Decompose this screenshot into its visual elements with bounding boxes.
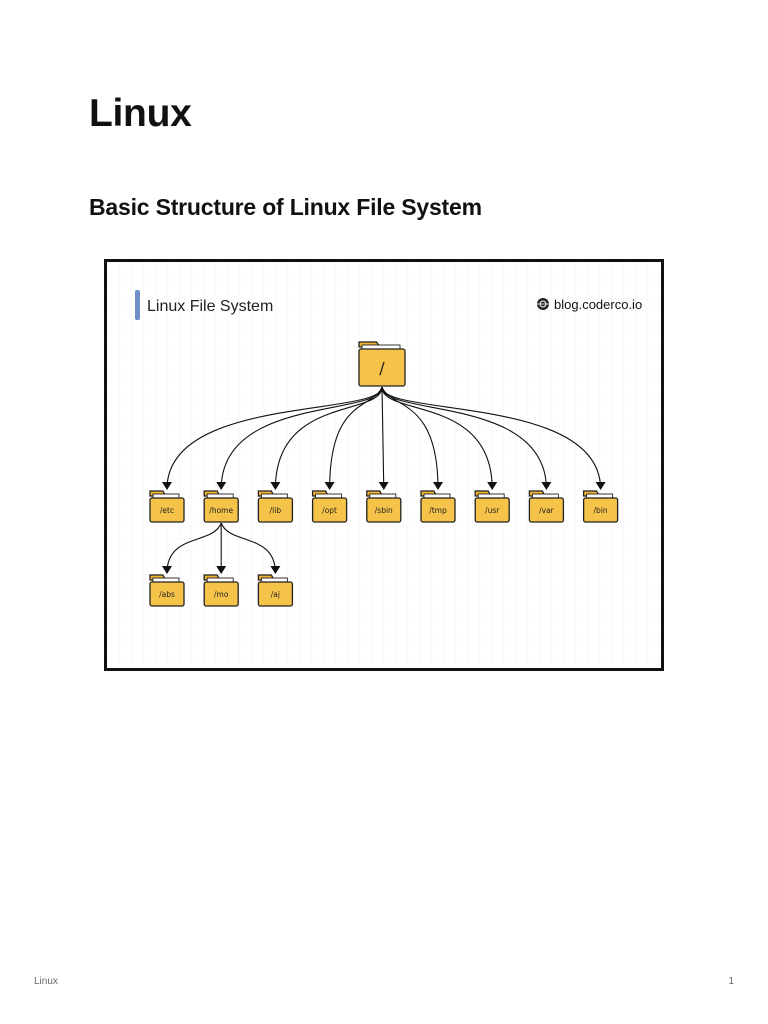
folder-abs: /abs: [149, 574, 185, 607]
diagram-title: Linux File System: [147, 298, 273, 315]
folder-opt: /opt: [311, 490, 348, 523]
folder-label: /opt: [322, 506, 337, 515]
edge-root-to-sbin: [378, 386, 389, 490]
globe-icon: [537, 298, 549, 310]
folder-icon: [582, 497, 619, 523]
folder-label: /tmp: [429, 506, 447, 515]
edge-root-to-var: [381, 386, 552, 490]
folder-icon: [203, 497, 239, 523]
edge-root-to-lib: [270, 386, 383, 490]
grid-background: [107, 262, 661, 668]
folder-label: /usr: [485, 506, 500, 515]
source-label: blog.coderco.io: [554, 297, 642, 312]
folder-home: /home: [203, 490, 239, 523]
edge-root-to-usr: [381, 386, 498, 490]
title-accent-bar: [135, 290, 140, 320]
diagram-canvas: Linux File System blog.coderco.io //etc/…: [107, 262, 661, 668]
folder-bin: /bin: [582, 490, 619, 523]
folder-label: /bin: [594, 506, 608, 515]
folder-label: /aj: [271, 590, 280, 599]
folder-lib: /lib: [257, 490, 294, 523]
folder-var: /var: [528, 490, 565, 523]
diagram-nodes: / /etc/home/lib/opt/sbin/tmp/usr/var/bin /…: [149, 341, 619, 607]
diagram-edges: [162, 386, 606, 574]
folder-icon: [474, 497, 510, 523]
folder-sbin: /sbin: [366, 490, 402, 523]
folder-label: /: [379, 359, 385, 378]
edge-root-to-opt: [324, 386, 383, 490]
footer-doc-name: Linux: [34, 976, 58, 987]
folder-label: /sbin: [375, 506, 393, 515]
folder-label: /etc: [160, 506, 174, 515]
folder-icon: [149, 581, 185, 607]
folder-etc: /etc: [149, 490, 185, 523]
folder-label: /var: [539, 506, 555, 515]
root-folder: /: [358, 341, 406, 387]
document-title: Linux: [89, 92, 192, 135]
filesystem-diagram: Linux File System blog.coderco.io //etc/…: [104, 259, 664, 671]
folder-icon: [528, 497, 565, 523]
folder-label: /home: [209, 506, 233, 515]
folder-label: /abs: [159, 590, 175, 599]
folder-icon: [358, 348, 406, 387]
folder-label: /lib: [270, 506, 282, 515]
section-heading: Basic Structure of Linux File System: [89, 194, 482, 220]
folder-icon: [366, 497, 402, 523]
folder-icon: [203, 581, 239, 607]
folder-icon: [149, 497, 185, 523]
folder-mo: /mo: [203, 574, 239, 607]
edge-home-to-abs: [162, 522, 222, 574]
folder-icon: [257, 497, 294, 523]
folder-tmp: /tmp: [420, 490, 456, 523]
edge-home-to-aj: [220, 522, 281, 574]
folder-icon: [257, 581, 294, 607]
folder-icon: [420, 497, 456, 523]
folder-label: /mo: [214, 590, 229, 599]
page-number: 1: [728, 976, 734, 987]
folder-usr: /usr: [474, 490, 510, 523]
edge-root-to-etc: [162, 386, 383, 490]
edge-root-to-bin: [381, 386, 606, 490]
folder-icon: [311, 497, 348, 523]
folder-aj: /aj: [257, 574, 294, 607]
